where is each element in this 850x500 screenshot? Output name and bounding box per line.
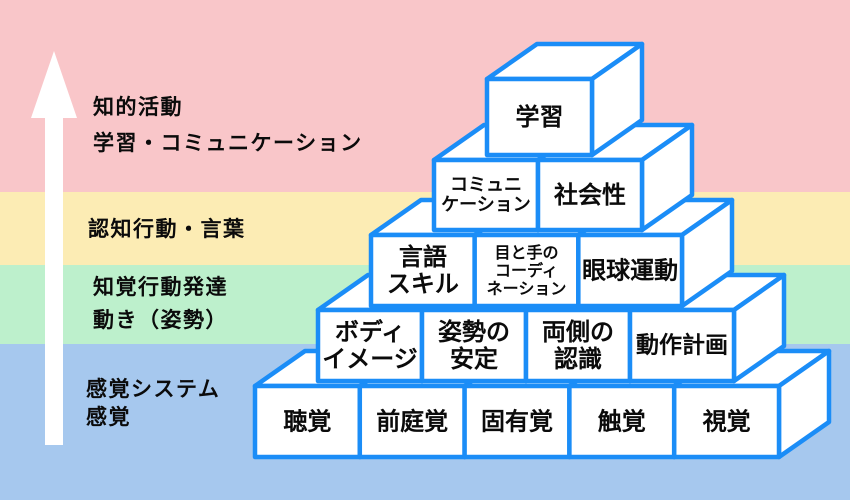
block-label: 認識	[554, 345, 602, 373]
block-label: 姿勢の	[438, 318, 510, 346]
label-movement-posture: 動き（姿勢）	[93, 308, 228, 332]
block-label: 目と手の	[494, 243, 558, 262]
block-label: 両側の	[542, 318, 614, 346]
block-label: 学習	[516, 103, 564, 131]
block-label: スキル	[387, 270, 459, 298]
block-front-face	[671, 383, 782, 460]
block-label: コミュニ	[450, 174, 522, 195]
block-label: 言語	[399, 243, 447, 271]
block-label: 前庭覚	[376, 408, 448, 436]
band-intellectual-activity	[0, 0, 850, 192]
block-label: イメージ	[322, 345, 418, 373]
block-label: 視覚	[702, 408, 751, 436]
label-learning-communication: 学習・コミュニケーション	[93, 131, 363, 155]
block-label: ネーション	[487, 279, 567, 298]
block-label: ボディ	[335, 318, 405, 346]
block-label: 社会性	[554, 181, 626, 209]
label-cognitive-behavior-language: 認知行動・言葉	[88, 217, 246, 241]
block-label: 触覚	[598, 408, 646, 436]
label-intellectual-activity: 知的活動	[93, 95, 183, 119]
block-label: 聴覚	[283, 408, 331, 436]
block-learning: 学習	[484, 41, 645, 158]
label-sensory-system: 感覚システム	[86, 377, 221, 401]
block-motor-planning: 動作計画	[627, 272, 787, 384]
block-label: 眼球運動	[582, 257, 678, 285]
block-label: 動作計画	[636, 332, 728, 359]
block-front-face	[484, 76, 595, 158]
block-label: 固有覚	[481, 408, 553, 436]
label-sensation: 感覚	[86, 405, 131, 429]
label-perceptual-motor-development: 知覚行動発達	[93, 275, 228, 299]
block-label: ケーション	[441, 195, 531, 216]
block-front-face	[535, 157, 645, 233]
up-arrow-icon	[31, 51, 77, 445]
block-label: 安定	[450, 345, 498, 373]
block-label: コーディ	[495, 261, 558, 280]
block-front-face	[576, 232, 685, 309]
block-front-face	[627, 307, 737, 384]
